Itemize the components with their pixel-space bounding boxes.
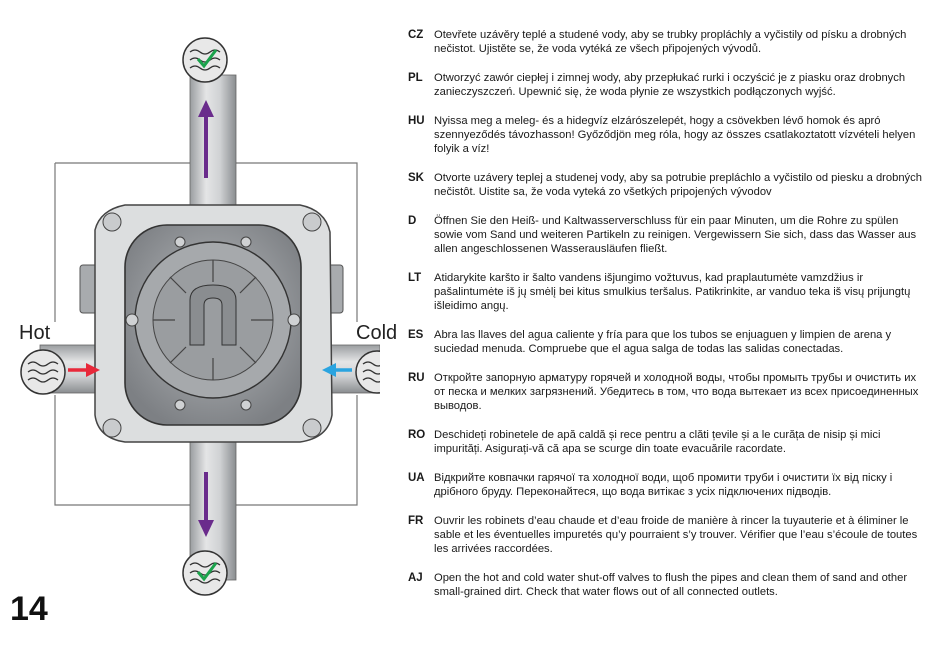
instruction-hu: HU Nyissa meg a meleg- és a hidegvíz elzá…: [408, 114, 928, 156]
screw: [240, 399, 252, 411]
hot-label: Hot: [19, 322, 51, 344]
instruction-cz: CZ Otevřete uzávěry teplé a studené vody,…: [408, 28, 928, 56]
instruction-text: Otworzyć zawór ciepłej i zimnej wody, ab…: [434, 72, 906, 98]
instruction-fr: FR Ouvrir les robinets d’eau chaude et d’…: [408, 514, 928, 556]
instruction-lt: LT Atidarykite karšto ir šalto vandens iš…: [408, 271, 928, 313]
water-wave-icon: [355, 350, 380, 394]
instruction-sk: SK Otvorte uzávery teplej a studenej vody…: [408, 171, 928, 199]
instruction-text: Otvorte uzávery teplej a studenej vody, …: [434, 172, 922, 198]
language-code: UA: [408, 472, 425, 484]
water-check-icon: [182, 550, 228, 596]
cold-label: Cold: [356, 322, 398, 344]
instruction-text: Otevřete uzávěry teplé a studené vody, a…: [434, 29, 907, 55]
language-code: D: [408, 215, 417, 227]
water-check-icon: [182, 37, 228, 83]
language-code: RU: [408, 372, 425, 384]
water-wave-icon: [20, 349, 66, 395]
wall-outline: [54, 162, 358, 506]
language-code: PL: [408, 72, 423, 84]
language-code: CZ: [408, 29, 424, 41]
instruction-ru: RU Откройте запорную арматуру горячей и х…: [408, 371, 928, 413]
instruction-text: Abra las llaves del agua caliente y fría…: [434, 329, 892, 355]
arrow-down: [198, 472, 214, 537]
instruction-ua: UA Відкрийте ковпачки гарячої та холодної…: [408, 471, 928, 499]
screw: [302, 212, 322, 232]
screw: [102, 212, 122, 232]
instruction-text: Відкрийте ковпачки гарячої та холодної в…: [434, 472, 893, 498]
instruction-text: Откройте запорную арматуру горячей и хол…: [434, 372, 919, 412]
instruction-es: ES Abra las llaves del agua caliente y fr…: [408, 328, 928, 356]
instruction-ro: RO Deschideți robinetele de apă caldă și …: [408, 428, 928, 456]
instruction-text: Nyissa meg a meleg- és a hidegvíz elzáró…: [434, 115, 916, 155]
instruction-text: Deschideți robinetele de apă caldă și re…: [434, 429, 881, 455]
language-code: LT: [408, 272, 422, 284]
screw: [125, 313, 139, 327]
screw: [302, 418, 322, 438]
valve-keyhole: [189, 284, 237, 346]
language-code: HU: [408, 115, 425, 127]
instruction-pl: PL Otworzyć zawór ciepłej i zimnej wody, …: [408, 71, 928, 99]
language-code: RO: [408, 429, 426, 441]
hot-arrow: [68, 363, 100, 377]
cold-arrow: [322, 363, 352, 377]
screw: [174, 236, 186, 248]
language-code: FR: [408, 515, 424, 527]
screw: [287, 313, 301, 327]
valve-spokes: [153, 260, 273, 380]
instruction-d: D Öffnen Sie den Heiß- und Kaltwasservers…: [408, 214, 928, 256]
language-code: AJ: [408, 572, 423, 584]
arrow-up: [198, 100, 214, 178]
screw: [240, 236, 252, 248]
instruction-text: Ouvrir les robinets d’eau chaude et d’ea…: [434, 515, 918, 555]
page-number: 14: [10, 590, 48, 628]
instruction-aj: AJ Open the hot and cold water shut-off v…: [408, 571, 928, 599]
instruction-text: Atidarykite karšto ir šalto vandens išju…: [434, 272, 911, 312]
language-code: ES: [408, 329, 424, 341]
instruction-list: CZ Otevřete uzávěry teplé a studené vody,…: [408, 28, 928, 614]
screw: [102, 418, 122, 438]
valve-diagram: [20, 37, 380, 596]
instruction-text: Open the hot and cold water shut-off val…: [434, 572, 908, 598]
instruction-text: Öffnen Sie den Heiß- und Kaltwasserversc…: [434, 215, 917, 255]
screw: [174, 399, 186, 411]
language-code: SK: [408, 172, 424, 184]
